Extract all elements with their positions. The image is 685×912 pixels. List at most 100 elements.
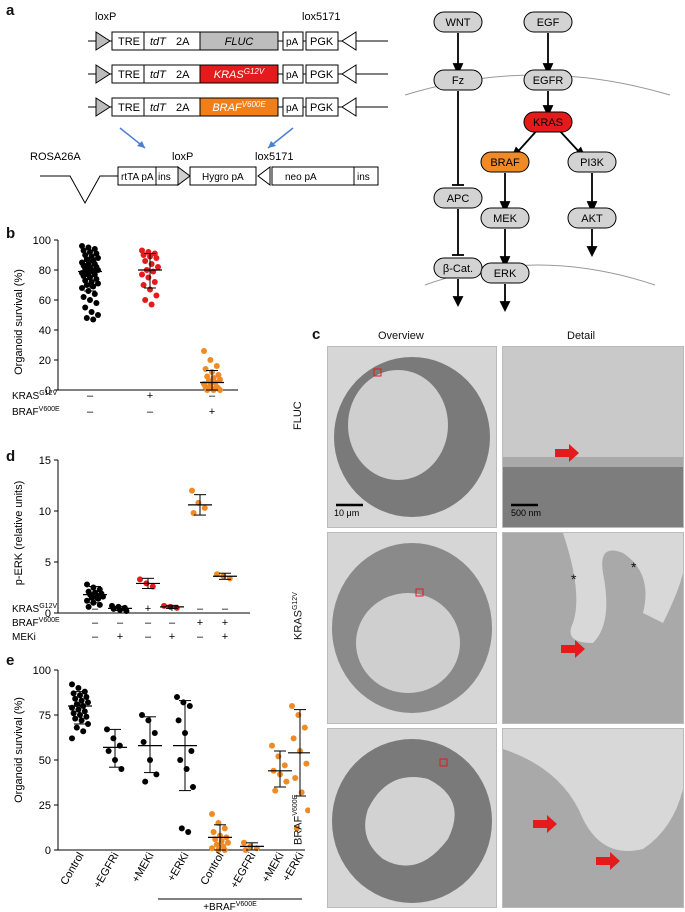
d-condition-mark: + (169, 631, 175, 643)
pathway-node-egfr (523, 69, 573, 91)
e-xlabel: +EGFRi (228, 851, 258, 891)
micrograph-braf-overview (327, 728, 497, 908)
scale-label-detail: 500 nm (511, 508, 542, 518)
b-point (202, 366, 209, 372)
e-point (175, 717, 182, 724)
b-point (91, 246, 98, 252)
b-point (215, 372, 222, 378)
d-condition-mark: – (222, 603, 229, 615)
construct-row-2-pgk-label: PGK (310, 102, 334, 114)
b-point (79, 243, 85, 249)
construct-row-2-tdt-label: tdT (150, 102, 167, 114)
b-point (91, 271, 98, 278)
construct-row-0-tdt-label: tdT (150, 36, 167, 48)
b-point (213, 363, 220, 369)
e-point (305, 807, 310, 814)
construct-row-1-tdt-label: tdT (150, 69, 167, 81)
inset-box (415, 588, 424, 597)
pathway-node-apc-label: APC (447, 193, 470, 205)
e-point (140, 739, 147, 745)
e-xlabel: Control (58, 851, 86, 888)
e-point (73, 724, 80, 731)
insert-arrow-right-head (268, 141, 276, 148)
pathway-node-bcat-label: β-Cat. (443, 263, 473, 275)
b-condition-mark: – (87, 390, 94, 402)
b-point (87, 249, 93, 255)
c-col-overview: Overview (378, 330, 424, 342)
e-point (289, 703, 295, 709)
construct-row-2-2a-label: 2A (176, 102, 190, 114)
construct-row-0-loxp-triangle (95, 31, 111, 51)
b-point (217, 376, 223, 383)
construct-row-2-lox5171-triangle (341, 97, 357, 117)
d-condition-mark: + (117, 631, 123, 643)
b-point (88, 309, 95, 315)
loxp-label-top: loxP (95, 11, 116, 23)
e-point (70, 710, 77, 717)
d-point (189, 487, 195, 494)
insert-arrow-left-head (137, 141, 145, 148)
b-point (139, 271, 145, 278)
b-point (204, 373, 211, 380)
loxp-label-locus: loxP (172, 151, 193, 163)
junction-arrow-2 (596, 852, 620, 870)
b-condition-mark: – (87, 406, 94, 418)
micrograph-fluc-overview: 10 μm (327, 346, 497, 528)
d-condition-mark: – (117, 603, 124, 615)
micrograph-kras-detail: * * (502, 532, 684, 724)
b-point (93, 276, 100, 282)
construct-row-0-pgk-label: PGK (310, 36, 334, 48)
e-point (139, 712, 145, 718)
d-ylabel: p-ERK (relative units) (13, 481, 25, 586)
brush-border (503, 467, 683, 527)
pathway-node-braf (480, 151, 530, 173)
panel-letter-d: d (6, 448, 16, 465)
construct-row-0-tre-label: TRE (118, 36, 140, 48)
lox5171-triangle-locus (257, 166, 271, 186)
construct-row-0-gene-label: FLUC (225, 36, 254, 48)
d-ytick-label: 10 (39, 506, 51, 518)
construct-row-2-gene-box (199, 97, 279, 117)
e-point (241, 839, 247, 846)
d-point (190, 510, 197, 517)
b-point (201, 348, 207, 354)
pathway-node-braf-label: BRAF (490, 157, 520, 169)
pathway-node-apc (433, 187, 483, 209)
b-point (83, 315, 90, 321)
pathway-node-kras (523, 111, 573, 133)
b-condition-mark: – (209, 390, 216, 402)
loxp-triangle-locus (177, 166, 191, 186)
d-condition-mark: + (222, 617, 228, 629)
e-point (83, 694, 90, 700)
b-ytick-label: 80 (39, 265, 51, 277)
panel-letter-b: b (6, 225, 16, 242)
construct-row-0-pa-box (282, 31, 304, 51)
e-point (105, 748, 112, 754)
hygro-pa-box: Hygro pA (202, 172, 244, 183)
d-condition-mark: – (92, 617, 99, 629)
scale-label-overview: 10 μm (334, 508, 360, 518)
construct-row-1-pgk-label: PGK (310, 69, 334, 81)
e-point (301, 724, 308, 731)
d-condition-mark: + (145, 603, 151, 615)
e-point (242, 847, 249, 853)
b-condition-mark: + (209, 406, 215, 418)
d-point (123, 607, 130, 614)
b-point (140, 252, 147, 258)
lumen-region (503, 347, 683, 457)
pathway-node-wnt-label: WNT (445, 17, 470, 29)
construct-row-1-pgk-box (305, 64, 339, 84)
b-ytick-label: 100 (33, 235, 51, 247)
d-condition-mark: + (169, 603, 175, 615)
e-point (174, 694, 180, 700)
construct-row-2-pgk-box (305, 97, 339, 117)
d-condition-mark: – (197, 631, 204, 643)
edge-egfr-kras-head (542, 105, 554, 118)
d-row3-label: MEKi (12, 632, 36, 643)
b-point (95, 312, 101, 318)
b-ytick-label: 0 (45, 385, 51, 397)
